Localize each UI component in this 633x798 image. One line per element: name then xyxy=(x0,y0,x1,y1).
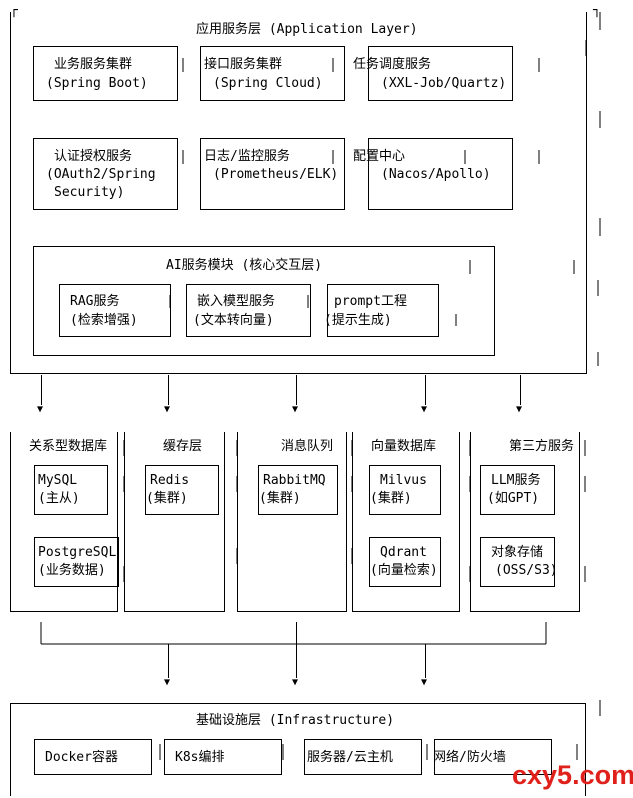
data-column-title: 消息队列 xyxy=(281,439,334,454)
infra-box-label: K8s编排 xyxy=(175,750,225,765)
service-box-subtitle: (XXL-Job/Quartz) xyxy=(381,76,507,91)
app-layer-left-border xyxy=(10,12,11,374)
service-box-subtitle-2: Security) xyxy=(54,185,125,200)
service-box-api: 接口服务集群 (Spring Cloud) xyxy=(200,46,345,101)
service-box-title: 接口服务集群 xyxy=(204,57,283,72)
data-box-qdrant: Qdrant (向量检索) xyxy=(369,537,441,587)
data-box-llm: LLM服务 (如GPT) xyxy=(480,465,555,515)
arrow-down-icon: ▼ xyxy=(516,404,523,415)
service-box-subtitle: (Prometheus/ELK) xyxy=(213,167,339,182)
app-layer-top-corner-right: ┐ xyxy=(593,3,601,18)
service-box-scheduler: 任务调度服务 (XXL-Job/Quartz) xyxy=(353,46,513,101)
service-box-title: 任务调度服务 xyxy=(353,57,432,72)
infra-layer-title: 基础设施层 (Infrastructure) xyxy=(196,713,395,728)
ai-box-title: prompt工程 xyxy=(334,294,407,309)
data-box-subtitle: (集群) xyxy=(370,491,412,506)
data-column-vector-db: 向量数据库 Milvus (集群) Qdrant (向量检索) xyxy=(352,432,460,612)
ai-box-subtitle: (检索增强) xyxy=(70,313,138,328)
ai-box-subtitle: (文本转向量) xyxy=(193,313,274,328)
data-box-subtitle: (集群) xyxy=(146,491,188,506)
ai-box-embedding: 嵌入模型服务 (文本转向量) xyxy=(186,284,311,337)
arrow-down-icon: ▼ xyxy=(164,404,171,415)
service-box-title: 认证授权服务 xyxy=(54,149,133,164)
data-column-relational-db: 关系型数据库 MySQL (主从) PostgreSQL (业务数据) xyxy=(10,432,119,612)
data-box-subtitle: (主从) xyxy=(38,491,80,506)
data-box-subtitle: (如GPT) xyxy=(487,491,540,506)
arrow-line xyxy=(168,644,169,678)
data-box-redis: Redis (集群) xyxy=(145,465,219,515)
ai-box-prompt: prompt工程 (提示生成) xyxy=(324,284,439,337)
infrastructure-layer: 基础设施层 (Infrastructure) Docker容器 K8s编排 服务… xyxy=(10,703,586,796)
app-layer-bottom-border xyxy=(10,373,586,374)
arrow-line xyxy=(296,375,297,405)
data-box-mysql: MySQL (主从) xyxy=(34,465,108,515)
arrow-down-icon: ▼ xyxy=(292,404,299,415)
arrow-down-icon: ▼ xyxy=(421,404,428,415)
data-column-cache: 缓存层 Redis (集群) xyxy=(124,432,225,612)
arrow-down-icon: ▼ xyxy=(164,677,171,688)
ai-service-module: AI服务模块 (核心交互层) RAG服务 (检索增强) 嵌入模型服务 (文本转向… xyxy=(33,246,495,356)
arrow-line xyxy=(425,375,426,405)
app-layer-right-border xyxy=(586,12,587,374)
arrow-line xyxy=(520,375,521,405)
data-box-title: Qdrant xyxy=(380,545,427,560)
data-box-subtitle: (集群) xyxy=(259,491,301,506)
data-box-subtitle: (OSS/S3) xyxy=(495,563,558,578)
data-box-milvus: Milvus (集群) xyxy=(369,465,441,515)
service-box-monitoring: 日志/监控服务 (Prometheus/ELK) xyxy=(200,138,345,210)
app-layer-title: 应用服务层 (Application Layer) xyxy=(196,22,418,37)
data-box-postgresql: PostgreSQL (业务数据) xyxy=(34,537,119,587)
service-box-auth: 认证授权服务 (OAuth2/Spring Security) xyxy=(33,138,178,210)
arrow-line xyxy=(41,375,42,405)
data-column-title: 向量数据库 xyxy=(371,439,437,454)
infra-box-docker: Docker容器 xyxy=(34,739,152,775)
service-box-title: 业务服务集群 xyxy=(54,57,133,72)
infra-box-label: 网络/防火墙 xyxy=(433,750,506,765)
data-box-object-storage: 对象存储 (OSS/S3) xyxy=(480,537,558,587)
arrow-line xyxy=(425,644,426,678)
service-box-config: 配置中心 (Nacos/Apollo) xyxy=(353,138,513,210)
data-box-title: MySQL xyxy=(38,473,78,488)
service-box-subtitle: (Spring Cloud) xyxy=(213,76,323,91)
ai-box-title: 嵌入模型服务 xyxy=(197,294,276,309)
data-column-title: 第三方服务 xyxy=(509,439,575,454)
service-box-subtitle: (OAuth2/Spring xyxy=(46,167,156,182)
data-box-title: Milvus xyxy=(380,473,427,488)
ai-box-title: RAG服务 xyxy=(70,294,120,309)
ai-box-rag: RAG服务 (检索增强) xyxy=(59,284,171,337)
infra-box-servers: 服务器/云主机 xyxy=(304,739,422,775)
arrow-line xyxy=(296,622,297,678)
ai-module-title: AI服务模块 (核心交互层) xyxy=(166,258,323,273)
arrow-down-icon: ▼ xyxy=(37,404,44,415)
data-column-title: 缓存层 xyxy=(163,439,203,454)
infra-box-k8s: K8s编排 xyxy=(164,739,282,775)
data-column-title: 关系型数据库 xyxy=(29,439,108,454)
data-box-subtitle: (向量检索) xyxy=(370,563,438,578)
app-layer-top-corner-left: ┌ xyxy=(10,3,18,18)
data-box-title: 对象存储 xyxy=(491,545,544,560)
infra-box-network: 网络/防火墙 xyxy=(433,739,552,775)
service-box-title: 配置中心 xyxy=(353,149,406,164)
infra-box-label: Docker容器 xyxy=(45,750,118,765)
data-box-rabbitmq: RabbitMQ (集群) xyxy=(258,465,338,515)
service-box-subtitle: (Nacos/Apollo) xyxy=(381,167,491,182)
service-box-business: 业务服务集群 (Spring Boot) xyxy=(33,46,178,101)
service-box-subtitle: (Spring Boot) xyxy=(46,76,148,91)
infra-box-label: 服务器/云主机 xyxy=(307,750,393,765)
data-box-title: RabbitMQ xyxy=(263,473,326,488)
arrow-down-icon: ▼ xyxy=(421,677,428,688)
data-box-title: Redis xyxy=(150,473,190,488)
data-box-title: LLM服务 xyxy=(491,473,541,488)
ai-box-subtitle: (提示生成) xyxy=(324,313,392,328)
arrow-down-icon: ▼ xyxy=(292,677,299,688)
arrow-line xyxy=(168,375,169,405)
data-column-third-party: 第三方服务 LLM服务 (如GPT) 对象存储 (OSS/S3) xyxy=(470,432,580,612)
data-column-message-queue: 消息队列 RabbitMQ (集群) xyxy=(237,432,347,612)
data-box-title: PostgreSQL xyxy=(38,545,117,560)
watermark-logo: cxy5.com xyxy=(512,760,633,790)
data-box-subtitle: (业务数据) xyxy=(38,563,106,578)
service-box-title: 日志/监控服务 xyxy=(204,149,290,164)
